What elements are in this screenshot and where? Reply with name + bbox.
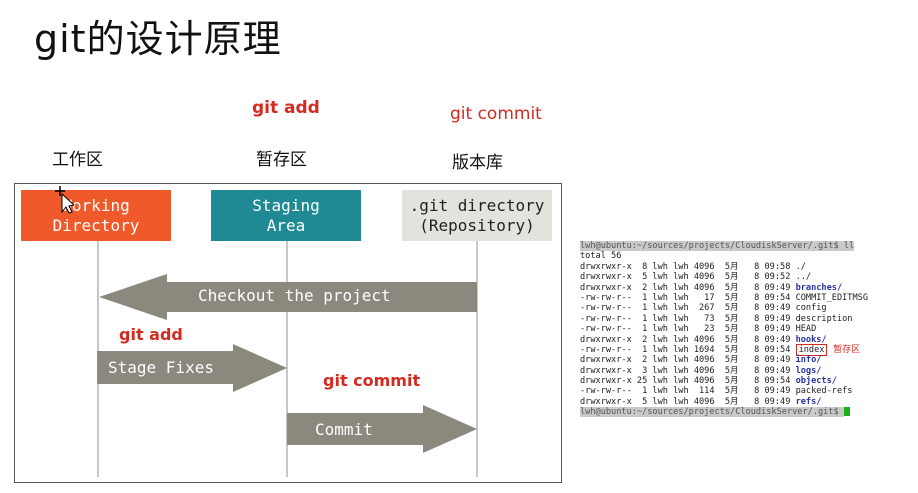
terminal-entry-name: ./ xyxy=(795,261,806,272)
terminal-entry-name: branches/ xyxy=(795,282,843,293)
terminal-entry-name: hooks/ xyxy=(795,334,827,345)
terminal-entry-name: COMMIT_EDITMSG xyxy=(795,292,868,303)
terminal-prompt-line: lwh@ubuntu:~/sources/projects/CloudiskSe… xyxy=(580,241,905,251)
terminal-cursor xyxy=(843,407,850,417)
terminal-entry-name: logs/ xyxy=(795,365,822,376)
git-commit-heading: git commit xyxy=(450,104,542,124)
index-annotation: 暂存区 xyxy=(827,344,861,355)
git-add-heading: git add xyxy=(252,98,320,118)
terminal-row: -rw-rw-r-- 1 lwh lwh 1694 5月 8 09:54 ind… xyxy=(580,343,861,356)
terminal-entry-name: refs/ xyxy=(795,396,822,407)
repo-lifeline xyxy=(476,241,478,477)
working-box-line1: Working xyxy=(62,195,130,215)
terminal-row: -rw-rw-r-- 1 lwh lwh 17 5月 8 09:54 COMMI… xyxy=(580,292,868,303)
terminal-row: drwxrwxr-x 3 lwh lwh 4096 5月 8 09:49 log… xyxy=(580,365,822,376)
staging-box-line1: Staging xyxy=(252,195,320,215)
repo-box-line1: .git directory xyxy=(409,195,545,215)
terminal-end-line: lwh@ubuntu:~/sources/projects/CloudiskSe… xyxy=(580,407,905,418)
terminal-total-line: total 56 xyxy=(580,251,622,262)
terminal-prompt: lwh@ubuntu:~/sources/projects/CloudiskSe… xyxy=(580,241,855,251)
checkout-arrow xyxy=(99,274,477,320)
commit-arrow xyxy=(287,405,477,453)
git-commit-annotation: git commit xyxy=(323,371,421,390)
staging-lifeline xyxy=(286,241,288,477)
label-repository: 版本库 xyxy=(452,153,503,173)
staging-area-box: Staging Area xyxy=(211,190,361,241)
terminal-row: -rw-rw-r-- 1 lwh lwh 73 5月 8 09:49 descr… xyxy=(580,313,853,324)
commit-arrow-label: Commit xyxy=(315,420,373,439)
terminal-entry-name: index xyxy=(795,343,828,356)
terminal-row: drwxrwxr-x 2 lwh lwh 4096 5月 8 09:49 inf… xyxy=(580,355,822,366)
terminal-entry-name: HEAD xyxy=(795,324,817,335)
terminal-entry-name: ../ xyxy=(795,272,812,283)
terminal-row: drwxrwxr-x 2 lwh lwh 4096 5月 8 09:49 hoo… xyxy=(580,334,827,345)
mouse-cursor-icon xyxy=(55,186,74,214)
terminal-row: -rw-rw-r-- 1 lwh lwh 267 5月 8 09:49 conf… xyxy=(580,303,827,314)
terminal-listing: drwxrwxr-x 8 lwh lwh 4096 5月 8 09:58 ./d… xyxy=(580,262,905,407)
terminal-entry-name: packed-refs xyxy=(795,386,853,397)
terminal-row: drwxrwxr-x 8 lwh lwh 4096 5月 8 09:58 ./ xyxy=(580,261,806,272)
terminal-output: lwh@ubuntu:~/sources/projects/CloudiskSe… xyxy=(580,241,905,428)
terminal-row: -rw-rw-r-- 1 lwh lwh 114 5月 8 09:49 pack… xyxy=(580,386,853,397)
terminal-row: drwxrwxr-x 5 lwh lwh 4096 5月 8 09:52 ../ xyxy=(580,272,812,283)
checkout-arrow-label: Checkout the project xyxy=(198,286,391,305)
working-box-line2: Directory xyxy=(52,215,140,235)
terminal-entry-name: info/ xyxy=(795,355,822,366)
terminal-entry-name: objects/ xyxy=(795,376,837,387)
stage-fixes-arrow-label: Stage Fixes xyxy=(108,358,214,377)
terminal-row: drwxrwxr-x 2 lwh lwh 4096 5月 8 09:49 bra… xyxy=(580,282,843,293)
repo-box-line2: (Repository) xyxy=(419,215,535,235)
stage-fixes-arrow xyxy=(97,344,287,392)
terminal-entry-name: description xyxy=(795,313,853,324)
terminal-entry-name: config xyxy=(795,303,827,314)
page-title: git的设计原理 xyxy=(34,17,282,61)
working-directory-box: Working Directory xyxy=(21,190,171,241)
label-working-area: 工作区 xyxy=(52,150,103,170)
terminal-end-prompt: lwh@ubuntu:~/sources/projects/CloudiskSe… xyxy=(580,407,844,418)
staging-box-line2: Area xyxy=(266,215,306,235)
terminal-row: -rw-rw-r-- 1 lwh lwh 23 5月 8 09:49 HEAD xyxy=(580,324,817,335)
label-staging-area: 暂存区 xyxy=(256,150,307,170)
repository-box: .git directory (Repository) xyxy=(402,190,552,241)
git-workflow-diagram: Working Directory Staging Area .git dire… xyxy=(14,183,562,483)
terminal-row: drwxrwxr-x 25 lwh lwh 4096 5月 8 09:54 ob… xyxy=(580,376,837,387)
arrows-layer xyxy=(97,274,477,453)
terminal-row: drwxrwxr-x 5 lwh lwh 4096 5月 8 09:49 ref… xyxy=(580,396,822,407)
git-add-annotation: git add xyxy=(119,325,183,344)
